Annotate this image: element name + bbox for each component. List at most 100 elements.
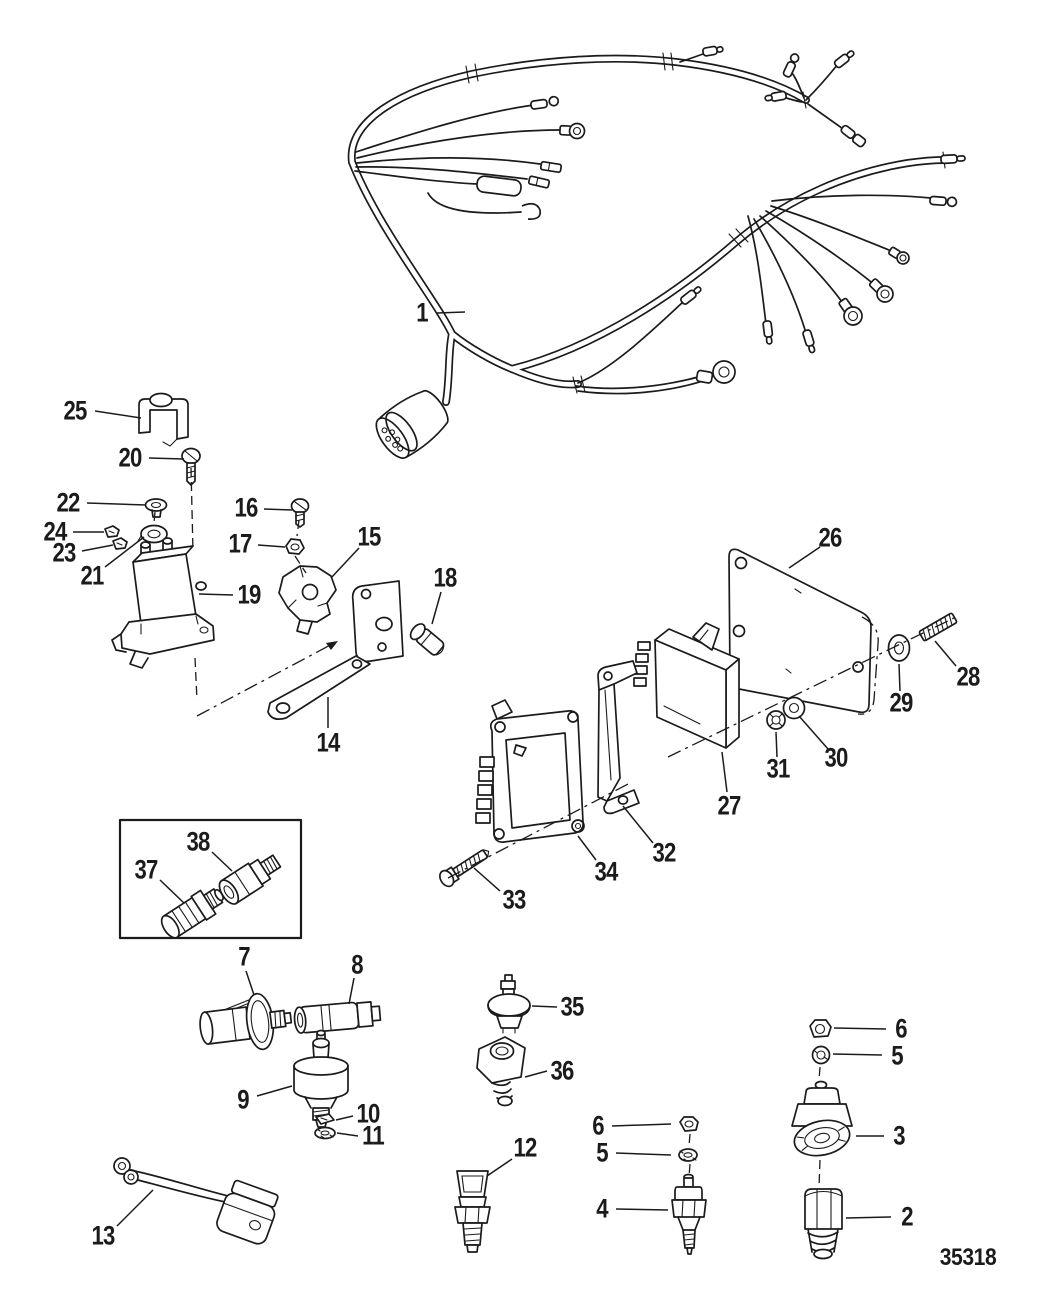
leader-line-12: [486, 1158, 513, 1177]
part-33-screw: [439, 849, 490, 888]
callout-27: 27: [717, 790, 742, 821]
part-5-washer-left: [678, 1148, 698, 1162]
leader-line-38: [211, 851, 233, 872]
callout-19: 19: [237, 579, 262, 610]
callout-34: 34: [594, 856, 619, 887]
leader-line-22: [86, 502, 147, 506]
callout-22: 22: [56, 487, 81, 518]
part-25-clip: [138, 392, 189, 447]
callout-36: 36: [550, 1055, 575, 1086]
harness-connector-plug: [375, 389, 449, 459]
leader-line-35: [531, 1005, 558, 1008]
part-19-solenoid: [111, 537, 215, 669]
leader-line-15: [330, 547, 360, 579]
part-2-adapter-fitting: [804, 1188, 843, 1260]
callout-6: 6: [895, 1013, 907, 1044]
part-15-bracket: [278, 565, 337, 635]
leader-line-19: [198, 593, 234, 596]
part-37-sensor: [160, 888, 224, 939]
assembly-axis-lines: [153, 467, 957, 1188]
leader-line-11: [336, 1132, 359, 1137]
callout-23: 23: [52, 537, 77, 568]
part-9-pressure-switch: [293, 1029, 349, 1128]
callout-33: 33: [502, 884, 527, 915]
callout-25: 25: [63, 395, 88, 426]
part-4-temp-sender: [671, 1173, 707, 1255]
part-17-nut: [285, 538, 305, 555]
part-20-screw: [181, 447, 201, 486]
leader-line-1: [436, 311, 466, 314]
part-1-wiring-harness-art: [347, 45, 966, 459]
leader-line-20: [148, 457, 185, 460]
callout-38: 38: [186, 826, 211, 857]
part-12-temp-sender: [454, 1170, 491, 1253]
callout-11: 11: [362, 1120, 385, 1151]
leader-line-18: [431, 591, 442, 625]
part-32-bracket: [597, 660, 640, 815]
leader-line-8: [348, 977, 355, 1005]
callout-3: 3: [893, 1120, 905, 1151]
callout-14: 14: [316, 727, 341, 758]
callout-15: 15: [357, 521, 382, 552]
leader-line-16: [263, 508, 293, 511]
part-28-screw: [918, 612, 958, 642]
callout-16: 16: [234, 492, 259, 523]
callout-35: 35: [560, 991, 585, 1022]
leader-line-34: [577, 835, 597, 861]
part-38-fitting: [218, 854, 282, 905]
callout-21: 21: [80, 560, 105, 591]
leader-line-5: [832, 1053, 883, 1056]
leader-line-6: [611, 1123, 672, 1127]
callout-7: 7: [238, 941, 250, 972]
part-21-washer: [137, 524, 168, 544]
callout-6: 6: [592, 1110, 604, 1141]
part-30-washer: [782, 696, 806, 720]
harness-branch-wires: [354, 52, 932, 395]
callout-17: 17: [228, 528, 253, 559]
callout-2: 2: [901, 1201, 913, 1232]
leader-line-37: [159, 879, 185, 904]
part-10-clip: [315, 1113, 335, 1125]
part-7-valve: [199, 992, 293, 1051]
callout-5: 5: [596, 1137, 608, 1168]
leader-line-32: [622, 805, 654, 844]
callout-12: 12: [513, 1132, 538, 1163]
callout-5: 5: [891, 1040, 903, 1071]
part-11-washer: [314, 1126, 336, 1140]
part-6-nut-left: [679, 1116, 699, 1132]
callout-31: 31: [766, 753, 791, 784]
callout-28: 28: [956, 661, 981, 692]
leader-line-25: [94, 410, 142, 419]
leader-line-5: [615, 1152, 672, 1156]
leader-line-30: [798, 715, 829, 750]
callout-37: 37: [134, 854, 159, 885]
harness-terminals: [476, 45, 966, 384]
callout-10: 10: [356, 1098, 381, 1129]
part-22-nut: [144, 498, 168, 518]
leader-line-2: [845, 1216, 892, 1219]
drawing-number: 35318: [939, 1244, 997, 1271]
part-8-fitting: [293, 1001, 382, 1034]
leader-line-9: [256, 1085, 293, 1097]
part-34-module: [475, 699, 585, 843]
leader-line-17: [257, 544, 286, 548]
callout-20: 20: [118, 442, 143, 473]
callout-4: 4: [596, 1193, 608, 1224]
leader-line-28: [934, 640, 957, 667]
parts-37-38-box: [118, 818, 303, 940]
leader-lines: [73, 311, 957, 1227]
part-6-nut-right: [809, 1019, 832, 1038]
callout-29: 29: [889, 687, 914, 718]
part-23-fastener: [112, 537, 128, 550]
part-13-wire-assembly: [113, 1157, 279, 1245]
callout-8: 8: [351, 949, 363, 980]
callout-24: 24: [43, 516, 68, 547]
leader-line-36: [524, 1070, 548, 1078]
leader-line-10: [335, 1115, 354, 1121]
part-36-fitting: [476, 1036, 526, 1107]
part-35-sensor: [487, 974, 531, 1034]
leader-line-31: [775, 731, 778, 758]
leader-line-7: [245, 970, 255, 996]
